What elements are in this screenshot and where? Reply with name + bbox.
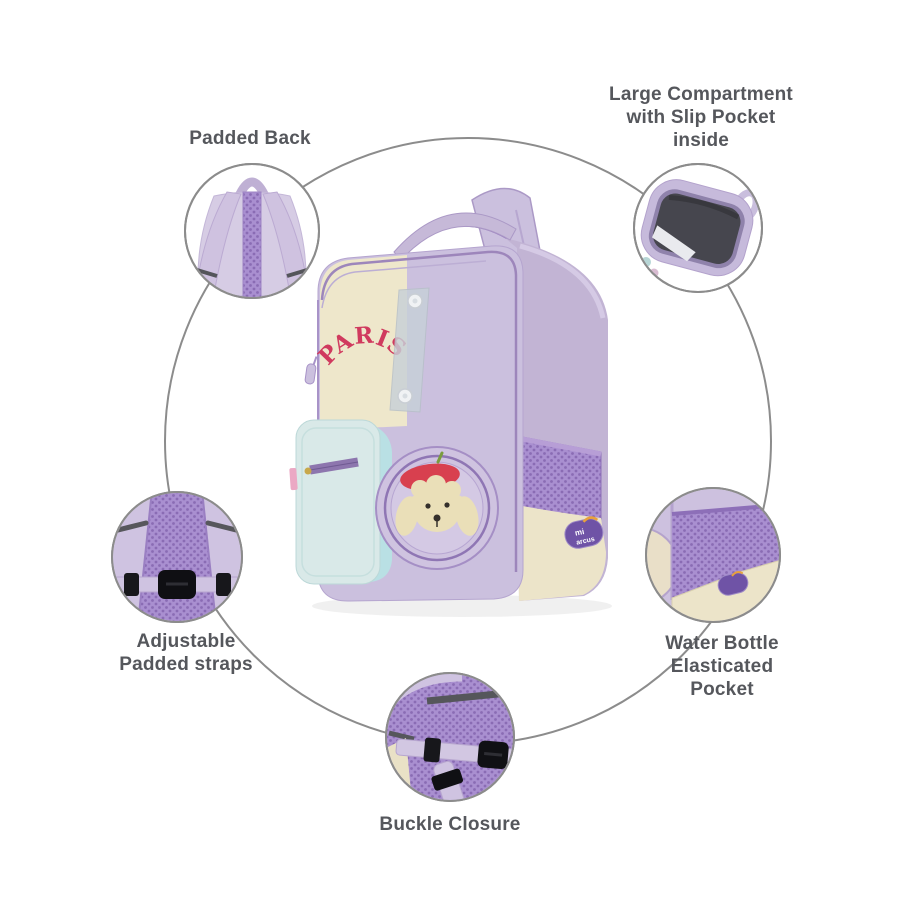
mint-seam — [301, 427, 375, 577]
poodle-face — [414, 490, 460, 532]
reflective-strip-right — [205, 520, 241, 534]
buckle-photo — [387, 674, 513, 800]
poodle-eye-left — [425, 503, 431, 509]
lower-adjuster — [431, 768, 464, 791]
callout-large-compartment — [633, 163, 763, 293]
brand-badge: mi arcus — [564, 516, 604, 549]
backpack-photo: mi arcus PARIS — [289, 187, 612, 617]
badge-rainbow — [582, 516, 599, 523]
poodle-round-pocket — [375, 446, 499, 570]
reflective-strip-right — [286, 268, 308, 278]
zipper-pull — [304, 356, 318, 385]
round-zipper-ring — [383, 454, 491, 562]
callout-adjustable-straps — [111, 491, 243, 623]
padded-back-photo — [195, 177, 309, 297]
mint-zipper-teeth — [309, 461, 359, 471]
clear-strip — [389, 287, 430, 413]
buckle-notch — [484, 752, 503, 757]
mini-brand-badge — [717, 571, 749, 596]
snap-bottom-dot — [402, 393, 408, 399]
reflective-strip — [426, 689, 509, 705]
strap-slider-right — [216, 573, 231, 596]
callout-buckle-closure — [385, 672, 515, 802]
pink-tag — [289, 467, 298, 491]
label-padded-back: Padded Back — [189, 128, 311, 149]
mesh-bottle-pocket — [672, 505, 779, 598]
side-highlight — [519, 243, 606, 319]
cream-front-panel — [320, 255, 407, 430]
reflective-strip-left — [113, 520, 149, 534]
beret-stem — [436, 451, 444, 464]
badge-brand-line1: mi — [574, 527, 585, 538]
zipper-echo — [321, 260, 487, 309]
label-large-compartment: Large Compartment with Slip Pocket insid… — [609, 84, 793, 151]
callout-water-bottle — [645, 487, 781, 623]
round-pocket-sliver — [647, 527, 679, 605]
poodle-patch — [395, 451, 479, 536]
poodle-eye-right — [444, 502, 450, 508]
label-buckle-closure: Buckle Closure — [379, 814, 521, 835]
interior-shadow — [668, 194, 740, 220]
poodle-nose — [433, 514, 441, 522]
callout-padded-back — [184, 163, 320, 299]
bottle-pocket-photo — [647, 489, 779, 621]
main-zipper — [320, 250, 518, 572]
back-handle — [235, 177, 269, 199]
slip-pocket-sheet — [651, 225, 696, 262]
straps-buckle-photo — [113, 493, 241, 621]
mint-front-pocket — [289, 419, 392, 585]
label-adjustable-straps: Adjustable Padded straps — [119, 631, 253, 675]
strap-slider-left — [124, 573, 139, 596]
handle — [393, 212, 517, 261]
label-water-bottle: Water Bottle Elasticated Pocket — [665, 633, 779, 700]
mesh-elastic-edge — [516, 435, 602, 457]
gold-zip-pull — [304, 467, 312, 475]
strap-slider — [423, 737, 442, 763]
reflective-strip-small — [388, 730, 415, 742]
iridescent-detail — [644, 277, 652, 285]
snap-top-dot — [412, 298, 418, 304]
open-compartment-photo — [640, 179, 760, 285]
badge-brand-line2: arcus — [576, 536, 596, 547]
mesh-back-panel — [136, 493, 218, 621]
reflective-strip-left — [196, 268, 218, 278]
center-mesh-strap — [242, 191, 262, 297]
